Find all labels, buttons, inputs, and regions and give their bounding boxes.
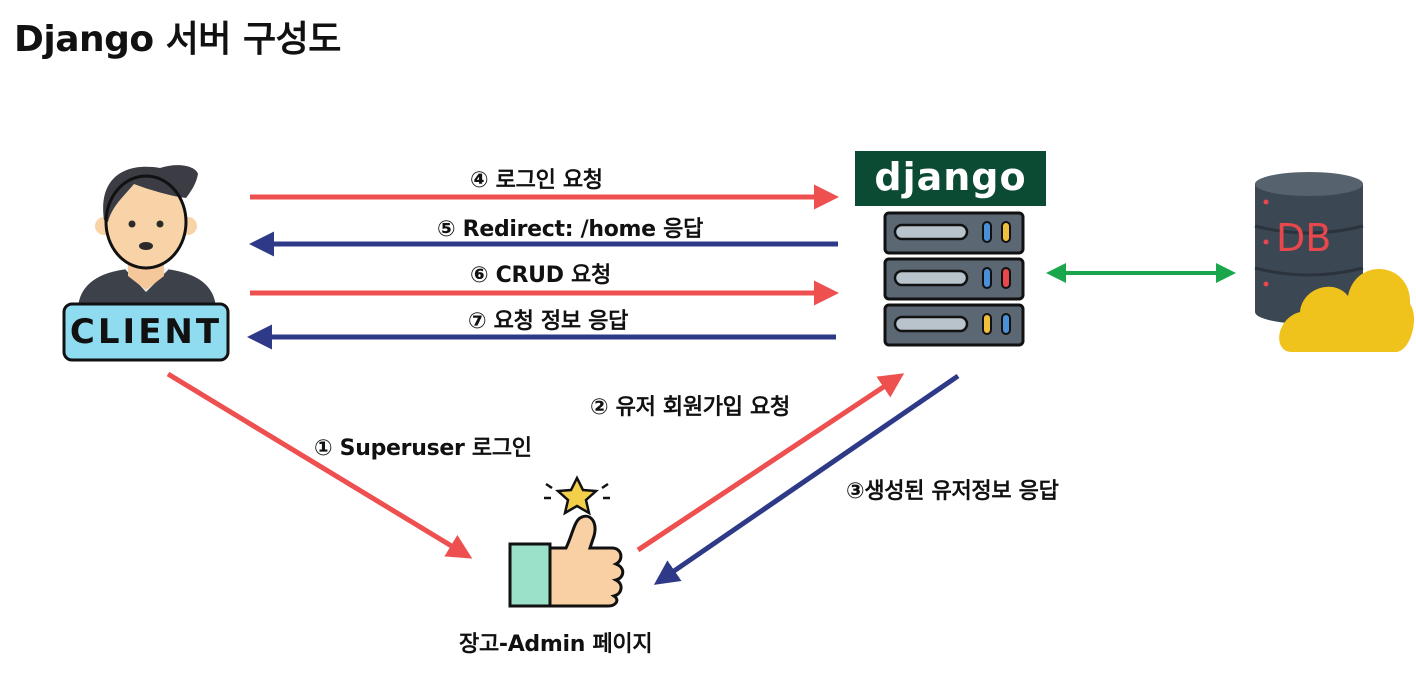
db-label: DB [1276,216,1332,260]
database-icon [1254,172,1364,324]
client-label: CLIENT [69,312,223,352]
label-created-user-response: ③생성된 유저정보 응답 [846,479,1059,504]
page-title: Django 서버 구성도 [14,19,341,60]
arrow-created-user-response [653,373,960,585]
label-info-response: ⑦ 요청 정보 응답 [468,309,629,334]
client-person-icon [62,165,230,362]
server-stack-icon [883,211,1025,347]
label-superuser-login: ① Superuser 로그인 [314,436,532,461]
django-logo: django [855,151,1046,206]
label-redirect-response: ⑤ Redirect: /home 응답 [437,217,704,242]
label-signup-request: ② 유저 회원가입 요청 [590,395,790,420]
label-login-request: ④ 로그인 요청 [470,168,603,193]
thumbs-up-icon [508,475,625,608]
label-crud-request: ⑥ CRUD 요청 [470,263,611,288]
arrow-signup-request [636,373,905,553]
cloud-icon [1279,269,1415,352]
admin-page-label: 장고-Admin 페이지 [459,632,653,657]
arrow-superuser-login [166,371,473,559]
